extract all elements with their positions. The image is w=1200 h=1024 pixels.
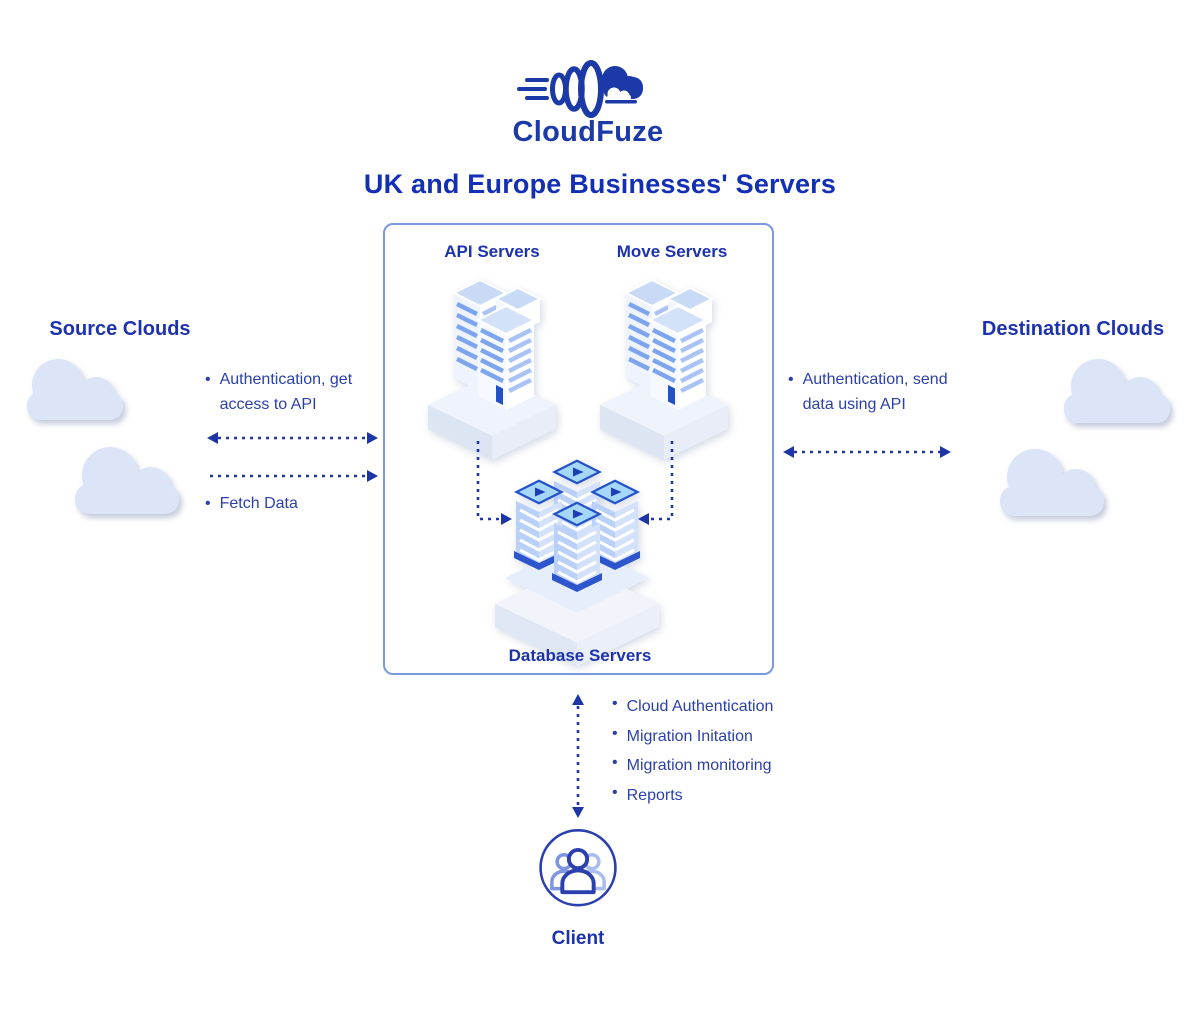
destination-auth-bullet: • Authentication, send data using API [788, 368, 978, 418]
source-fetch-bullet: • Fetch Data [205, 492, 365, 517]
client-capabilities-list: • Cloud Authentication • Migration Inita… [612, 692, 842, 810]
list-item: • Migration monitoring [612, 751, 842, 781]
client-label: Client [551, 928, 605, 949]
arrowhead-left [783, 446, 794, 458]
arrowhead-right [367, 470, 378, 482]
brand-wordmark: CloudFuze [512, 116, 664, 148]
destination-cloud-icon [1000, 449, 1104, 516]
source-cloud-icon [27, 359, 123, 420]
destination-cloud-icon [1064, 359, 1170, 423]
source-auth-text: Authentication, get access to API [219, 371, 353, 413]
arrowhead-left [207, 432, 218, 444]
client-bullet-text: Reports [626, 786, 683, 804]
move-servers-label: Move Servers [616, 242, 728, 261]
api-servers-illustration [422, 266, 562, 466]
move-servers-illustration [594, 266, 734, 466]
bullet-dot: • [205, 371, 211, 388]
client-bullet-text: Migration Initation [626, 727, 753, 745]
diagram-title: UK and Europe Businesses' Servers [363, 169, 837, 199]
source-cloud-icon [75, 447, 179, 514]
source-fetch-text: Fetch Data [219, 495, 298, 512]
database-servers-illustration [495, 458, 659, 666]
list-item: • Migration Initation [612, 722, 842, 752]
bullet-dot: • [612, 695, 618, 712]
list-item: • Reports [612, 781, 842, 811]
client-bullet-text: Cloud Authentication [626, 698, 774, 715]
bullet-dot: • [612, 754, 618, 771]
bullet-dot: • [612, 724, 618, 742]
bullet-dot: • [788, 371, 794, 388]
arrowhead-up [572, 694, 584, 705]
source-auth-bullet: • Authentication, get access to API [205, 368, 383, 418]
arrowhead-right [367, 432, 378, 444]
client-bullet-text: Migration monitoring [626, 757, 772, 774]
database-servers-label: Database Servers [508, 646, 652, 665]
bullet-dot: • [205, 495, 211, 512]
destination-auth-text: Authentication, send data using API [802, 371, 948, 413]
destination-clouds-heading: Destination Clouds [981, 318, 1165, 340]
cloudfuze-logo-icon [517, 60, 643, 118]
arrowhead-down [572, 807, 584, 818]
client-users-icon [539, 829, 617, 907]
source-clouds-heading: Source Clouds [49, 318, 191, 340]
api-servers-label: API Servers [444, 242, 540, 261]
list-item: • Cloud Authentication [612, 692, 842, 722]
arrowhead-right [940, 446, 951, 458]
bullet-dot: • [612, 783, 618, 801]
